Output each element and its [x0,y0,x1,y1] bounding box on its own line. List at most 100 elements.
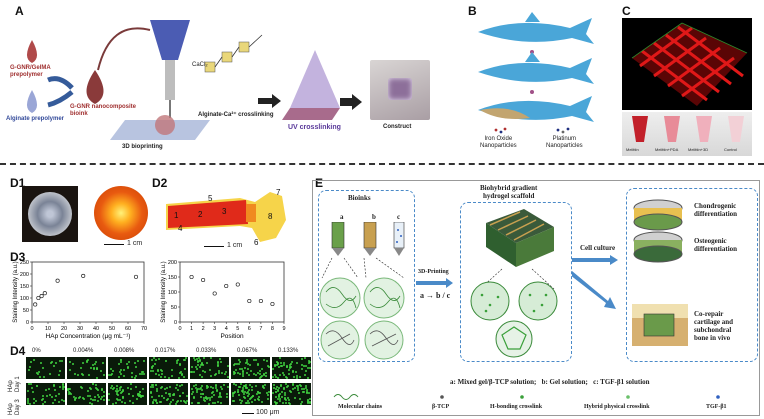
y-tick-label: 150 [168,275,177,281]
data-point [42,291,47,296]
x-tick-label: 1 [190,326,193,332]
d4-cell-r1-c1 [67,383,106,405]
y-tick-label: 200 [20,272,29,278]
x-tick-label: 3 [213,326,216,332]
beta-tcp-icon [440,395,444,399]
syringe-c [393,222,405,256]
x-tick-label: 50 [109,326,115,332]
d4-row-day1-label: HAp Day 1 [8,376,21,392]
panel-d4-label: D4 [10,344,26,358]
data-point [235,282,240,287]
data-point [36,295,41,301]
results-illustration [632,199,688,346]
d4-cell-r0-c2 [108,357,147,379]
panel-e-label: E [315,176,324,190]
d2-region-6: 6 [254,238,259,247]
data-point [189,274,194,280]
d2-region-4: 4 [178,224,183,233]
d4-header-2: 0.008% [114,348,135,354]
x-tick-label: 7 [259,326,262,332]
x-tick-label: 30 [77,326,83,332]
hybrid-crosslink-icon [626,395,630,399]
plot-frame [179,261,285,323]
data-point [201,277,206,283]
solutions-label: a: Mixed gel/β-TCP solution; b: Gel solu… [450,378,650,386]
bioink-label: G-GNR nanocomposite bioink [70,104,137,117]
shark-3 [478,96,594,122]
d1-scale-label: 1 cm [127,240,143,247]
platinum-label: Platinum Nanoparticles [546,136,583,149]
d2-region-5: 5 [208,194,213,203]
d4-header-5: 0.067% [237,348,258,354]
legend-tgf: TGF-β1 [706,404,727,410]
d4-cell-r1-c2 [108,383,147,405]
d4-cell-r0-c3 [149,357,188,379]
syringe-b [363,222,377,256]
syringe-a [331,222,345,256]
y-tick-label: 0 [174,320,177,326]
d4-header-3: 0.017% [155,348,176,354]
panel-b-sharks [478,12,594,122]
d2-region-8: 8 [268,212,273,221]
d2-region-2: 2 [198,210,203,219]
data-point [81,273,86,278]
data-point [33,302,38,307]
y-tick-label: 50 [171,305,177,311]
d4-header-6: 0.133% [278,348,299,354]
printing-label: 3D-Printing [418,269,449,275]
x-tick-label: 60 [125,326,131,332]
data-point [270,301,275,307]
x-axis-label: Position [220,333,244,340]
y-tick-label: 150 [20,284,29,290]
x-tick-label: 8 [271,326,274,332]
scaffold-title: Biohybrid gradient hydrogel scaffold [480,184,538,200]
d4-row-day3-label: HAp Day 3 [8,399,21,415]
shark-2 [478,52,594,84]
y-tick-label: 250 [20,260,29,266]
d2-region-3: 3 [222,207,227,216]
panel-d3-label: D3 [10,250,26,264]
x-tick-label: 70 [141,326,147,332]
h-bond-icon [520,395,524,399]
cacl2-label: CaCl₂ [192,62,208,68]
d4-cell-r0-c0 [26,357,65,379]
y-tick-label: 100 [168,290,177,296]
printer-nozzle [150,20,190,60]
alginate-label: Alginate prepolymer [6,116,65,122]
x-tick-label: 20 [61,326,67,332]
legend-hybrid: Hybrid physical crosslink [584,404,650,410]
data-point [212,291,217,296]
bioprinting-label: 3D bioprinting [122,144,163,150]
uv-pyramid [290,50,340,108]
panel-a-illustration [27,20,340,140]
x-tick-label: 5 [236,326,239,332]
uv-label: UV crosslinking [288,124,341,131]
data-point [224,283,229,289]
osteo-label: Osteogenic differentiation [694,237,738,253]
x-tick-label: 6 [248,326,251,332]
iron-oxide-label: Iron Oxide Nanoparticles [480,136,517,149]
data-point [247,298,252,304]
gnr-gelma-label: G-GNR/GelMA prepolymer [10,65,51,78]
panel-d2-label: D2 [152,176,168,190]
tube-label-2: Melittin+PDA [655,147,679,152]
data-point [55,278,60,283]
y-tick-label: 0 [26,320,29,326]
d4-header-4: 0.033% [196,348,217,354]
y-tick-label: 50 [23,308,29,314]
d2-scale-label: 1 cm [227,242,243,249]
y-tick-label: 100 [20,296,29,302]
gnr-gelma-droplet [27,40,37,63]
d4-cell-r1-c0 [26,383,65,405]
tgf-icon [716,395,720,399]
fluorescent-scaffold-image [622,18,752,110]
scaffold-box [460,202,572,362]
tube-label-3: Melittin+3D [688,147,709,152]
d4-cell-r1-c3 [149,383,188,405]
d4-cell-r1-c5 [231,383,270,405]
bioink-droplet [86,70,104,104]
d4-cell-r1-c4 [190,383,229,405]
panel-e-legend-icons [333,394,720,400]
results-box [626,188,758,362]
legend-beta-tcp: β-TCP [432,404,450,410]
